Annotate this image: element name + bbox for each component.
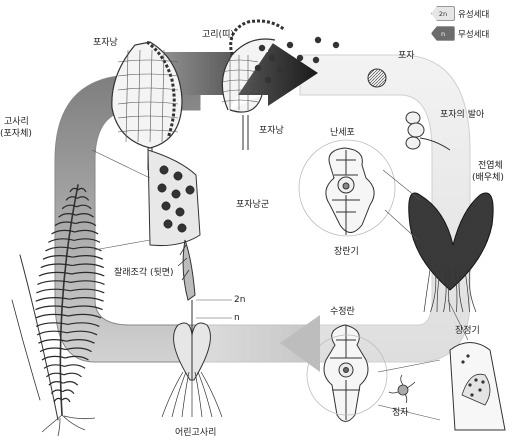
label-prothallus-sub: (배우체) [472, 173, 504, 184]
label-antheridium: 장정기 [455, 326, 480, 337]
label-2n: 2n [234, 295, 245, 306]
sperm-illustration [389, 375, 415, 403]
fern-roots [42, 415, 95, 436]
legend-diploid-label: 유성세대 [458, 8, 489, 20]
legend-haploid: n 무성세대 [431, 26, 489, 41]
label-zygote: 수정란 [330, 307, 355, 318]
leaf-piece-sorus-illustration [148, 150, 200, 246]
spore-illustration [368, 69, 386, 87]
label-annulus: 고리(띠) [202, 30, 234, 41]
label-n: n [234, 313, 240, 324]
legend-diploid: 2n 유성세대 [431, 6, 489, 21]
label-egg-cell: 난세포 [330, 128, 355, 139]
label-sporangium-top: 포자낭 [93, 38, 118, 49]
label-archegonium: 장란기 [334, 247, 359, 258]
sporangium-illustration [112, 42, 182, 170]
label-young-fern: 어린고사리 [175, 428, 216, 439]
label-fern-sub: (포자체) [0, 129, 32, 140]
bottom-arrowhead [280, 315, 320, 372]
label-sporangium-mid: 포자낭 [259, 126, 284, 137]
label-prothallus: 전엽체 [478, 161, 503, 172]
antheridium-illustration [450, 343, 505, 431]
label-sperm: 정자 [392, 408, 409, 419]
archegonium-illustration [326, 148, 374, 235]
label-spore: 포자 [398, 51, 415, 62]
label-leaf-piece: 잘래조각 (뒷면) [114, 268, 174, 279]
legend-haploid-swatch: n [431, 26, 455, 41]
label-spore-germination: 포자의 발아 [440, 110, 484, 121]
label-fern: 고사리 [4, 117, 29, 128]
legend-haploid-label: 무성세대 [458, 28, 489, 40]
haploid-band [300, 55, 470, 362]
legend-diploid-swatch: 2n [431, 6, 455, 21]
label-sorus: 포자낭군 [236, 200, 269, 211]
